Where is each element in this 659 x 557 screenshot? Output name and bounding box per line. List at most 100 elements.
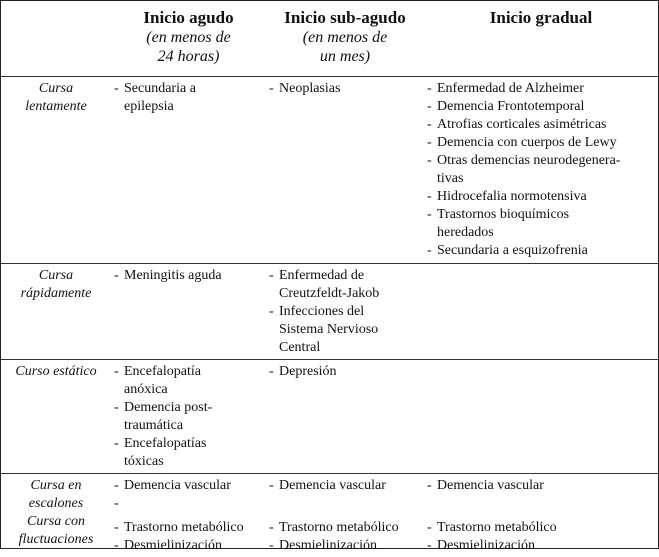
- list-item-text: heredados: [437, 224, 494, 240]
- list-item-text: Sistema Nervioso: [279, 321, 379, 337]
- row-label-line: Cursa: [38, 267, 74, 283]
- header-row: Inicio agudo (en menos de 24 horas) Inic…: [1, 1, 658, 76]
- cell-stepwise-acute: Demencia vascular Trastorno metabólico D…: [111, 473, 266, 557]
- list-item-text: anóxica: [124, 381, 168, 397]
- list-item-text: Enfermedad de: [279, 267, 365, 283]
- list-item: Meningitis aguda: [114, 267, 263, 285]
- list-item-text: Atrofias corticales asimétricas: [437, 116, 607, 132]
- row-label-line: lentamente: [25, 98, 87, 114]
- list-item-text: Secundaria a: [124, 80, 196, 96]
- list-item: Demencia vascular: [269, 477, 421, 495]
- list-item: Desmielinización: [269, 537, 421, 555]
- header-acute-onset: Inicio agudo (en menos de 24 horas): [111, 1, 266, 76]
- cell-stepwise-subacute: Demencia vascular Trastorno metabólico D…: [266, 473, 424, 557]
- list-item: Enfermedad de Creutzfeldt-Jakob: [269, 267, 421, 303]
- list-item: Desmielinización: [114, 537, 263, 555]
- table-row-slow-course: Cursa lentamente Secundaria a epilepsia …: [1, 76, 658, 263]
- list-spacer: [114, 495, 263, 513]
- row-label-line: fluctuaciones: [18, 531, 94, 547]
- list-item: Encefalopatía anóxica: [114, 363, 263, 399]
- list-item-text: Otras demencias neurodegenera-: [437, 152, 621, 168]
- header-subacute-onset: Inicio sub-agudo (en menos de un mes): [266, 1, 424, 76]
- row-label-line: escalones: [28, 495, 84, 511]
- list-item: Trastorno metabólico: [269, 519, 421, 537]
- list-item-text: Trastorno metabólico: [437, 519, 557, 535]
- header-subacute-title: Inicio sub-agudo: [284, 8, 406, 27]
- list-item-text: Desmielinización: [279, 537, 377, 553]
- header-subacute-sub-2: un mes): [319, 48, 371, 65]
- list-item: Demencia post- traumática: [114, 399, 263, 435]
- list-item: Secundaria a epilepsia: [114, 80, 263, 116]
- header-acute-sub-2: 24 horas): [157, 48, 220, 65]
- list-item-text: Central: [279, 339, 321, 355]
- list-item-text: Enfermedad de Alzheimer: [437, 80, 584, 96]
- list-item: Demencia vascular: [114, 477, 263, 495]
- cell-static-acute: Encefalopatía anóxica Demencia post- tra…: [111, 359, 266, 473]
- header-acute-title: Inicio agudo: [143, 8, 234, 27]
- cell-static-gradual: [424, 359, 658, 473]
- list-item-text: Demencia con cuerpos de Lewy: [437, 134, 617, 150]
- cell-rapid-acute: Meningitis aguda: [111, 263, 266, 359]
- list-item: Infecciones del Sistema Nervioso Central: [269, 303, 421, 357]
- list-item-text: Demencia Frontotemporal: [437, 98, 585, 114]
- row-label-rapid-course: Cursa rápidamente: [1, 263, 111, 359]
- list-item: Desmielinización: [427, 537, 655, 555]
- list-item: Trastornos bioquímicos heredados: [427, 206, 655, 242]
- table-row-stepwise-fluctuating-course: Cursa en escalones Cursa con fluctuacion…: [1, 473, 658, 557]
- list-item-text: epilepsia: [124, 98, 174, 114]
- header-gradual-onset: Inicio gradual: [424, 1, 658, 76]
- list-item: Demencia con cuerpos de Lewy: [427, 134, 655, 152]
- list-item: Enfermedad de Alzheimer: [427, 80, 655, 98]
- row-label-line: Cursa con: [27, 513, 85, 529]
- cell-slow-gradual: Enfermedad de Alzheimer Demencia Frontot…: [424, 76, 658, 263]
- list-item-text: tivas: [437, 170, 464, 186]
- list-item-text: Demencia vascular: [279, 477, 386, 493]
- row-label-line: Curso estático: [15, 363, 97, 379]
- list-item: Demencia vascular: [427, 477, 655, 495]
- row-label-line: Cursa: [38, 80, 74, 96]
- list-item-text: Encefalopatía: [124, 363, 201, 379]
- list-item-text: Depresión: [279, 363, 337, 379]
- list-item-text: Trastornos bioquímicos: [437, 206, 570, 222]
- cell-rapid-subacute: Enfermedad de Creutzfeldt-Jakob Infeccio…: [266, 263, 424, 359]
- list-item-text: Hidrocefalia normotensiva: [437, 188, 587, 204]
- list-item-text: Demencia post-: [124, 399, 213, 415]
- header-corner: [1, 1, 111, 76]
- list-item-text: Meningitis aguda: [124, 267, 222, 283]
- header-gradual-title: Inicio gradual: [489, 8, 593, 27]
- header-subacute-sub-1: (en menos de: [302, 29, 388, 46]
- cell-slow-subacute: Neoplasias: [266, 76, 424, 263]
- row-label-slow-course: Cursa lentamente: [1, 76, 111, 263]
- list-item-text: Trastorno metabólico: [279, 519, 399, 535]
- list-item-text: Creutzfeldt-Jakob: [279, 285, 380, 301]
- list-item: Trastorno metabólico: [114, 519, 263, 537]
- cell-rapid-gradual: [424, 263, 658, 359]
- list-item-text: Neoplasias: [279, 80, 341, 96]
- row-label-line: Cursa en: [30, 477, 82, 493]
- cell-stepwise-gradual: Demencia vascular Trastorno metabólico D…: [424, 473, 658, 557]
- list-item: Otras demencias neurodegenera- tivas: [427, 152, 655, 188]
- row-label-static-course: Curso estático: [1, 359, 111, 473]
- list-item: Hidrocefalia normotensiva: [427, 188, 655, 206]
- list-item: Neoplasias: [269, 80, 421, 98]
- list-item-text: Encefalopatías: [124, 435, 207, 451]
- list-item: Demencia Frontotemporal: [427, 98, 655, 116]
- list-item: Trastorno metabólico: [427, 519, 655, 537]
- list-item-text: Trastorno metabólico: [124, 519, 244, 535]
- cell-static-subacute: Depresión: [266, 359, 424, 473]
- list-item: Encefalopatías tóxicas: [114, 435, 263, 471]
- list-item: Secundaria a esquizofrenia: [427, 242, 655, 260]
- list-item: Atrofias corticales asimétricas: [427, 116, 655, 134]
- cell-slow-acute: Secundaria a epilepsia: [111, 76, 266, 263]
- list-item-text: Desmielinización: [437, 537, 535, 553]
- list-item-text: tóxicas: [124, 453, 164, 469]
- list-item-text: Demencia vascular: [124, 477, 231, 493]
- list-item-text: Secundaria a esquizofrenia: [437, 242, 588, 258]
- table-row-static-course: Curso estático Encefalopatía anóxica Dem…: [1, 359, 658, 473]
- list-item-text: Desmielinización: [124, 537, 222, 553]
- row-label-stepwise-fluctuating: Cursa en escalones Cursa con fluctuacion…: [1, 473, 111, 557]
- list-item-text: traumática: [124, 417, 184, 433]
- list-item: Depresión: [269, 363, 421, 381]
